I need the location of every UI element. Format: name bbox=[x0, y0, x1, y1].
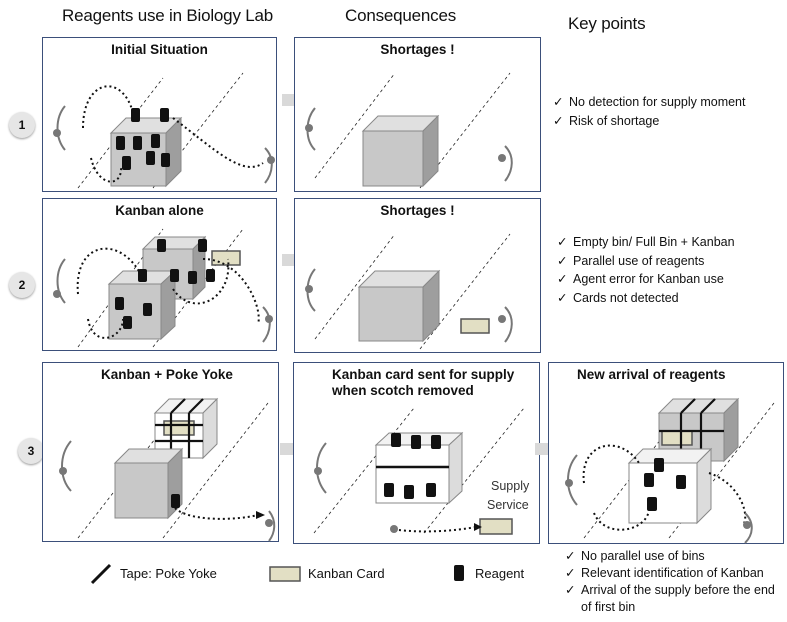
supply-service-line2: Service bbox=[487, 498, 529, 512]
panel-initial-situation: Initial Situation bbox=[42, 37, 277, 192]
scene-initial-situation bbox=[53, 72, 275, 189]
kanban-card-legend-icon bbox=[269, 566, 301, 582]
panel-title: Kanban + Poke Yoke bbox=[101, 367, 233, 382]
panel-kanban-card-sent: Kanban card sent for supply when scotch … bbox=[293, 362, 540, 544]
key-point: ✓Relevant identification of Kanban bbox=[565, 566, 764, 580]
scene-kanban-alone bbox=[53, 228, 273, 348]
panel-title: Shortages ! bbox=[380, 42, 455, 57]
legend-kanban-card-label: Kanban Card bbox=[308, 566, 385, 581]
panel-shortages-1: Shortages ! bbox=[294, 37, 541, 192]
reagent-legend-icon bbox=[454, 565, 464, 581]
legend-tape-label: Tape: Poke Yoke bbox=[120, 566, 217, 581]
panel-title: New arrival of reagents bbox=[577, 367, 726, 382]
row-number-2: 2 bbox=[9, 272, 35, 298]
key-point: ✓Arrival of the supply before the end bbox=[565, 583, 775, 597]
legend-reagent-label: Reagent bbox=[475, 566, 525, 581]
panel-kanban-poke-yoke: Kanban + Poke Yoke bbox=[42, 362, 279, 542]
key-point: ✓No parallel use of bins bbox=[565, 549, 705, 563]
row-number-1: 1 bbox=[9, 112, 35, 138]
scene-shortages-1 bbox=[305, 72, 513, 189]
key-point: ✓Parallel use of reagents bbox=[557, 253, 705, 268]
key-point: ✓Cards not detected bbox=[557, 290, 679, 305]
scene-kanban-card-sent: Supply Service bbox=[313, 407, 530, 535]
key-point: of first bin bbox=[581, 600, 636, 614]
row-number-3: 3 bbox=[18, 438, 44, 464]
panel-title: Initial Situation bbox=[111, 42, 208, 57]
key-point: ✓Empty bin/ Full Bin + Kanban bbox=[557, 235, 735, 249]
key-point: ✓Risk of shortage bbox=[553, 113, 660, 128]
panel-title: Shortages ! bbox=[380, 203, 455, 218]
header-key-points: Key points bbox=[568, 14, 646, 33]
header-reagents-use: Reagents use in Biology Lab bbox=[62, 6, 274, 25]
panel-shortages-2: Shortages ! bbox=[294, 198, 541, 353]
panel-title: Kanban alone bbox=[115, 203, 204, 218]
panel-new-arrival: New arrival of reagents bbox=[548, 362, 784, 544]
tape-legend-icon bbox=[90, 563, 112, 585]
key-point: ✓Agent error for Kanban use bbox=[557, 272, 724, 286]
panel-title: Kanban card sent for supply when scotch … bbox=[332, 367, 515, 398]
key-points-row1: ✓No detection for supply moment ✓Risk of… bbox=[553, 93, 745, 130]
scene-new-arrival bbox=[565, 397, 775, 544]
key-points-row3: ✓No parallel use of bins ✓Relevant ident… bbox=[565, 548, 775, 616]
header-consequences: Consequences bbox=[345, 6, 457, 25]
scene-kanban-poke-yoke bbox=[59, 397, 276, 542]
supply-service-line1: Supply bbox=[491, 479, 530, 493]
panel-kanban-alone: Kanban alone bbox=[42, 198, 277, 351]
key-point: ✓No detection for supply moment bbox=[553, 95, 746, 109]
key-points-row2: ✓Empty bin/ Full Bin + Kanban ✓Parallel … bbox=[557, 233, 735, 307]
scene-shortages-2 bbox=[305, 233, 513, 350]
